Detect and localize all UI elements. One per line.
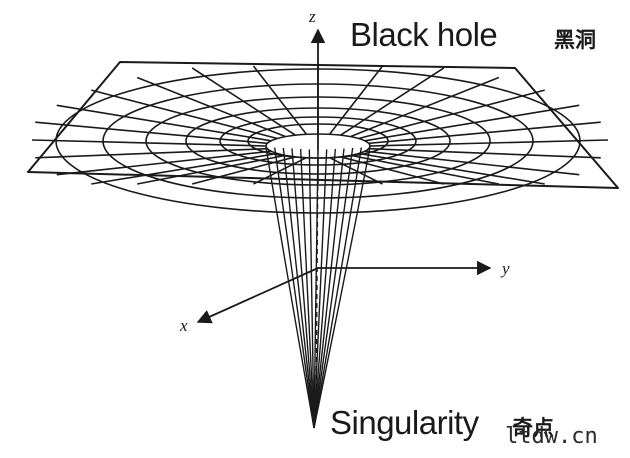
grid-radial [91, 152, 278, 185]
funnel-line [313, 147, 354, 429]
funnel-line [308, 149, 315, 429]
grid-radial [329, 156, 383, 185]
funnel-line [291, 148, 315, 429]
grid-radial [252, 65, 308, 135]
funnel-line [313, 148, 345, 429]
plane-edge [27, 61, 619, 189]
funnel-line [313, 148, 337, 429]
grid-radial [35, 121, 268, 145]
grid-radial [253, 156, 307, 185]
grid-radial [137, 154, 286, 185]
funnel-line [273, 147, 315, 429]
grid-radial [56, 150, 272, 176]
grid-radial [368, 147, 601, 159]
black-hole-label: Black hole [350, 16, 498, 53]
funnel-line [313, 147, 363, 429]
funnel-line [299, 148, 315, 429]
grid-radial [364, 150, 580, 176]
y-axis-label: y [502, 259, 510, 278]
watermark: ltdw.cn [505, 424, 598, 449]
grid-radial [31, 139, 267, 147]
black-hole-label-zh: 黑洞 [554, 28, 596, 52]
x-axis-label: x [180, 316, 188, 335]
funnel-line [282, 147, 315, 429]
grid-radial [368, 121, 601, 145]
funnel-centre [315, 149, 319, 421]
x-axis [196, 267, 319, 324]
grid-radial [328, 65, 384, 135]
grid-radial [136, 76, 286, 138]
grid-radial [364, 104, 580, 142]
funnel-line [265, 146, 315, 429]
grid-radial [35, 147, 268, 159]
grid-radial [350, 76, 500, 138]
grid-radial [358, 152, 545, 185]
grid-radial [91, 89, 278, 140]
grid-radial [340, 67, 445, 136]
grid-radial [369, 139, 609, 147]
singularity-label: Singularity [330, 404, 479, 441]
spacetime-funnel [27, 61, 619, 429]
grid-radial [191, 156, 296, 185]
funnel-line [313, 149, 328, 429]
grid-radial [358, 89, 545, 140]
grid-radial [191, 67, 296, 136]
z-axis-label: z [309, 7, 316, 26]
grid-radial [340, 156, 445, 185]
grid-radial [56, 104, 272, 142]
grid-radial [350, 154, 499, 185]
singularity-label-zh: 奇点 [512, 416, 554, 440]
funnel-line [313, 146, 371, 429]
